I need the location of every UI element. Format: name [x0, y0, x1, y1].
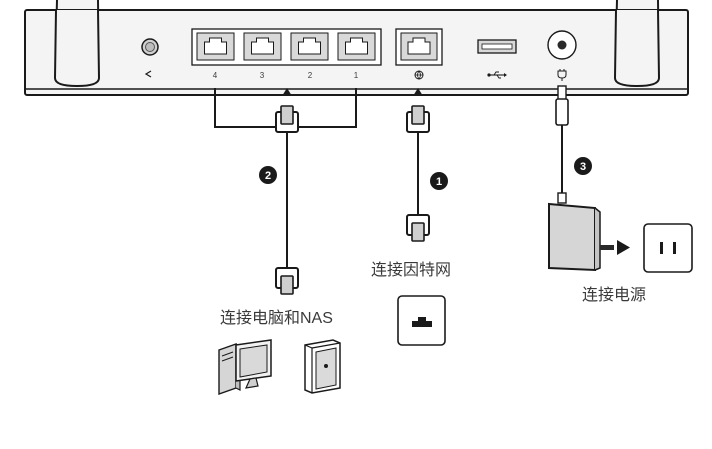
step-label-internet: 连接因特网	[371, 261, 451, 279]
lan-port[interactable]	[243, 32, 282, 61]
lan-port-number: 4	[213, 71, 218, 80]
usb-port[interactable]	[477, 39, 517, 54]
power-adapter	[548, 202, 614, 272]
lan-port[interactable]	[196, 32, 235, 61]
lan-pointer-triangle	[282, 88, 292, 96]
wan-cable	[406, 105, 430, 242]
lan-port[interactable]	[290, 32, 329, 61]
power-jack[interactable]	[547, 30, 577, 60]
globe-icon	[414, 70, 424, 80]
nas-device-icon	[304, 339, 341, 394]
wan-port[interactable]	[400, 32, 438, 61]
usb-icon	[487, 71, 507, 79]
step-label-power: 连接电源	[582, 286, 646, 304]
wall-outlet	[643, 223, 693, 273]
arrow-right-icon	[617, 240, 630, 255]
step-label-pc-nas: 连接电脑和NAS	[220, 309, 333, 327]
step-badge-1: 1	[430, 172, 448, 190]
step-number: 3	[580, 161, 586, 173]
step-number: 2	[265, 170, 271, 182]
wan-pointer-triangle	[413, 88, 423, 96]
power-cable	[555, 85, 569, 204]
lan-port[interactable]	[337, 32, 376, 61]
ethernet-wall-port	[397, 295, 446, 346]
reset-arrow-icon	[144, 70, 152, 78]
lan-port-number: 3	[260, 71, 265, 80]
step-badge-3: 3	[574, 157, 592, 175]
lan-port-number: 2	[308, 71, 313, 80]
power-plug-icon	[557, 69, 567, 81]
lan-port-number: 1	[354, 71, 359, 80]
step-number: 1	[436, 176, 442, 188]
step-badge-2: 2	[259, 166, 277, 184]
desktop-computer-icon	[218, 339, 272, 395]
lan-cable	[275, 105, 299, 295]
